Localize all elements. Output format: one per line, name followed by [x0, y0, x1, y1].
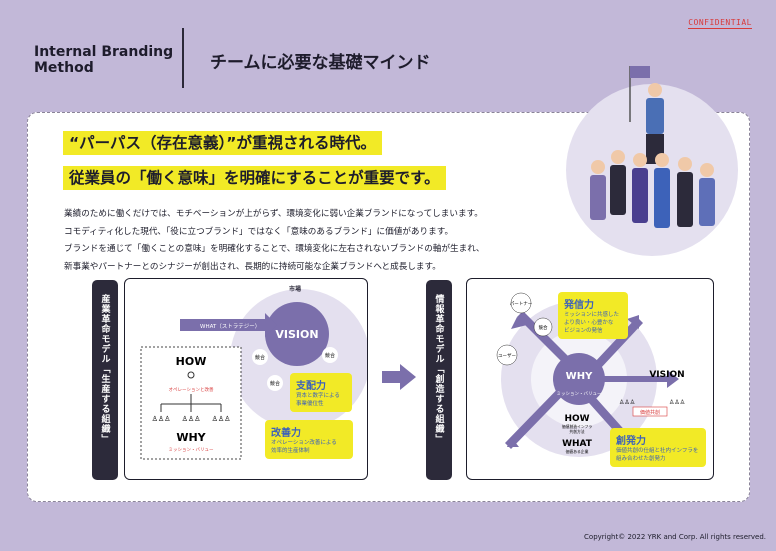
brand-line-2: Method	[34, 60, 94, 76]
competitor-badge: 競合	[270, 380, 280, 387]
copyright: Copyright© 2022 YRK and Corp. All rights…	[584, 533, 766, 541]
body-line: コモディティ化した現代、「役に立つブランド」ではなく「意味のあるブランド」に価値…	[64, 226, 454, 237]
control-power-sub: 資本と数字による	[296, 393, 340, 399]
emergence-power-title: 創発力	[616, 436, 646, 447]
improvement-power-sub: 効率的生産体制	[271, 448, 310, 454]
transmission-power-box: 発信力 ミッションに共感した より良い・心豊かな ビジョンの発信	[558, 292, 628, 339]
control-power-title: 支配力	[296, 381, 326, 392]
control-power-sub: 事業優位性	[296, 401, 324, 407]
transmission-power-sub: ビジョンの発信	[564, 328, 603, 334]
emergence-power-sub: 価値共創の仕組と社内インフラを	[616, 448, 699, 454]
right-vision-label: VISION	[649, 370, 684, 380]
svg-text:♙♙♙: ♙♙♙	[669, 399, 685, 406]
headline-2: 従業員の「働く意味」を明確にすることが重要です。	[63, 166, 446, 190]
page-title: チームに必要な基礎マインド	[210, 53, 431, 73]
body-line: 業績のために働くだけでは、モチベーションが上がらず、環境変化に弱い企業ブランドに…	[64, 209, 483, 219]
competitor-badge: 競合	[255, 354, 265, 361]
left-model-label: 産業革命モデル「生産する組織」	[92, 280, 118, 480]
right-model-diagram: WHY ミッション・バリュー パートナー 競合 ユーザー HOW 価値創造インフ…	[496, 292, 685, 457]
right-what-label: WHAT	[562, 439, 593, 449]
body-line: 新事業やパートナーとのシナジーが創出され、長期的に持続可能な企業ブランドへと成長…	[64, 261, 441, 272]
left-why-sub: ミッション・バリュー	[169, 447, 214, 453]
emergence-power-box: 創発力 価値共創の仕組と社内インフラを 組み合わせた創発力	[610, 428, 706, 467]
improvement-power-title: 改善力	[271, 428, 301, 439]
left-market-label: 市場	[289, 285, 301, 293]
control-power-box: 支配力 資本と数字による 事業優位性	[290, 373, 352, 412]
improvement-power-box: 改善力 オペレーション改善による 効率的生産体制	[265, 420, 353, 459]
transmission-power-title: 発信力	[564, 300, 594, 311]
right-model-label: 情報革命モデル「創造する組織」	[426, 280, 452, 480]
svg-text:♙♙♙: ♙♙♙	[152, 415, 171, 423]
svg-text:♙♙♙: ♙♙♙	[212, 415, 231, 423]
right-how-label: HOW	[564, 414, 589, 424]
partner-badge: パートナー	[510, 301, 533, 307]
svg-text:♙♙♙: ♙♙♙	[619, 399, 635, 406]
team-illustration	[566, 66, 738, 256]
competitor-badge: 競合	[539, 324, 548, 331]
transmission-power-sub: ミッションに共感した	[564, 312, 620, 318]
left-why-label: WHY	[176, 431, 206, 444]
left-how-label: HOW	[176, 355, 207, 368]
body-text: 業績のために働くだけでは、モチベーションが上がらず、環境変化に弱い企業ブランドに…	[64, 206, 564, 276]
right-why-label: WHY	[566, 371, 593, 382]
emergence-power-sub: 組み合わせた創発力	[616, 456, 666, 462]
right-how-sub: 価値創造インフラ	[562, 424, 592, 429]
right-why-sub: ミッション・バリュー	[557, 391, 602, 397]
competitor-badge: 競合	[325, 352, 335, 359]
left-what-label: WHAT（ストラテジー）	[200, 323, 260, 330]
left-vision-label: VISION	[275, 328, 318, 341]
brand-title: Internal Branding Method	[34, 44, 173, 76]
brand-line-1: Internal Branding	[34, 44, 174, 60]
user-badge: ユーザー	[498, 353, 516, 359]
svg-text:♙♙♙: ♙♙♙	[182, 415, 201, 423]
improvement-power-sub: オペレーション改善による	[271, 440, 337, 446]
cocreate-tag: 価値共創	[640, 409, 660, 416]
transmission-power-sub: より良い・心豊かな	[564, 320, 614, 326]
left-how-sub: オペレーションと改善	[169, 386, 214, 393]
headline-1: “パーパス（存在意義）”が重視される時代。	[63, 131, 382, 155]
right-what-sub: 価値ある企業	[566, 449, 589, 454]
body-line: ブランドを通じて「働くことの意味」を明確化することで、環境変化に左右されないブラ…	[64, 244, 485, 255]
confidential-label: CONFIDENTIAL	[688, 18, 752, 29]
header-divider	[182, 28, 184, 88]
transition-arrow-icon	[382, 364, 416, 390]
right-how-sub: 共創方法	[569, 429, 584, 434]
